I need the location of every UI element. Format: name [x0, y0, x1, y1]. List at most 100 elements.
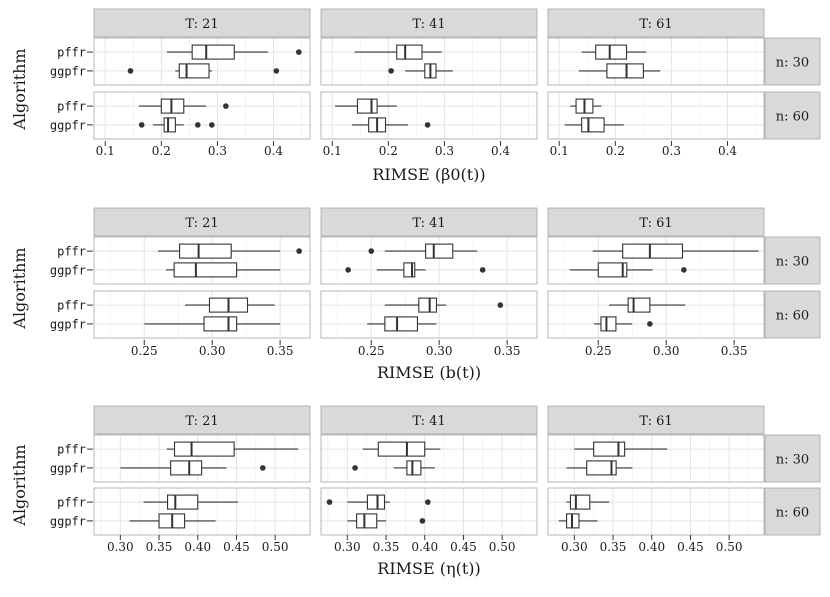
chart1-panel-c1-r1-ggpfr-box [178, 63, 210, 79]
chart1-panel-c1-r2-ggpfr-outlier-3 [209, 122, 215, 128]
chart1-xtick-label-c1-3: 0.3 [208, 144, 227, 158]
chart3-xtick-label-c1-1: 0.30 [107, 540, 134, 554]
chart1-panel-c3-r1-pffr-box [595, 44, 628, 60]
chart3-xtick-label-c1-2: 0.35 [146, 540, 173, 554]
chart2-panel-c3-r1-border [547, 236, 765, 285]
chart1-panel-c1-r2-pffr-outlier-1 [223, 103, 229, 109]
chart3-ylabel: Algorithm [10, 444, 29, 526]
chart2-category-label-pffr-row-2: pffr [57, 299, 86, 313]
chart3-strip-col-1 [93, 405, 311, 435]
chart2-strip-col-3 [547, 207, 765, 237]
chart3-xtick-label-c3-1: 0.30 [561, 540, 588, 554]
chart2-panel-c2-r2-ggpfr-box [384, 316, 419, 332]
chart3-panel-c2-r2-border [320, 487, 538, 536]
chart2-strip-label-col-1: T: 21 [185, 216, 218, 231]
chart3-panel-c2-r1-pffr-box [377, 441, 426, 457]
chart2-strip-col-2 [320, 207, 538, 237]
chart2-panel-c3-r2-ggpfr-outlier-1 [647, 321, 653, 327]
chart2-panel-c3-r1-ggpfr-outlier-1 [681, 267, 687, 273]
chart2-xtick-label-c2-3: 0.35 [494, 344, 521, 358]
chart2-panel-c2-r2-pffr-box [418, 297, 438, 313]
chart2-panel-c3-r2-border [547, 290, 765, 339]
chart3-panel-c1-r1-pffr-box [173, 441, 235, 457]
chart1-strip-label-col-3: T: 61 [639, 17, 672, 32]
chart2-panel-c2-r1-border [320, 236, 538, 285]
chart2-xtick-label-c1-1: 0.25 [131, 344, 158, 358]
chart3-xtick-label-c2-1: 0.30 [334, 540, 361, 554]
chart3-xtick-label-c3-4: 0.45 [677, 540, 704, 554]
chart2-panel-c3-r2-pffr-box [627, 297, 651, 313]
chart3-xtick-label-c2-2: 0.35 [373, 540, 400, 554]
chart2-panel-c1-r2-background [94, 291, 310, 338]
chart1-category-label-ggpfr-row-1: ggpfr [50, 64, 86, 78]
chart3-xtick-label-c3-3: 0.40 [638, 540, 665, 554]
chart3-strip-label-row-1: n: 30 [776, 453, 809, 468]
chart3-panel-c1-r2-border [93, 487, 311, 536]
chart1-strip-label-col-2: T: 41 [412, 17, 445, 32]
chart1-xtick-label-c3-1: 0.1 [550, 144, 569, 158]
chart3-xtick-label-c2-3: 0.40 [411, 540, 438, 554]
chart1-xtick-label-c2-2: 0.2 [379, 144, 398, 158]
chart3-panel-c3-r1-pffr-box [593, 441, 626, 457]
chart1-xtick-label-c1-1: 0.1 [96, 144, 115, 158]
chart2-panel-c2-r1-ggpfr-box [403, 262, 416, 278]
chart1-panel-c2-r2-pffr-box [356, 98, 378, 114]
chart1-xtick-label-c3-3: 0.3 [662, 144, 681, 158]
chart3-category-label-pffr-row-1: pffr [57, 443, 86, 457]
chart1-panel-c2-r2-background [321, 92, 537, 139]
chart1-panel-c2-r2-ggpfr-outlier-1 [424, 122, 431, 128]
chart2-panel-c1-r2-border [93, 290, 311, 339]
chart1-panel-c1-r2-ggpfr-outlier-1 [138, 122, 145, 128]
chart2-xtick-label-c3-3: 0.35 [721, 344, 748, 358]
chart1-panel-c1-r2-background [94, 92, 310, 139]
chart1-panel-c3-r1-border [547, 37, 765, 86]
chart1-strip-label-row-1: n: 30 [776, 56, 809, 71]
chart3-panel-c2-r2-ggpfr-box [356, 513, 378, 529]
chart3-xtick-label-c2-4: 0.45 [450, 540, 477, 554]
chart2-xtick-label-c1-3: 0.35 [267, 344, 294, 358]
chart2-category-label-ggpfr-row-1: ggpfr [50, 263, 86, 277]
chart3-category-label-ggpfr-row-2: ggpfr [50, 514, 86, 528]
chart2-panel-c2-r1-ggpfr-outlier-2 [479, 267, 486, 273]
chart3-xtick-label-c3-5: 0.50 [716, 540, 743, 554]
chart1-category-label-ggpfr-row-2: ggpfr [50, 118, 86, 132]
chart3-strip-label-col-1: T: 21 [185, 414, 218, 429]
chart1-xtick-label-c3-2: 0.2 [606, 144, 625, 158]
chart3-strip-label-col-3: T: 61 [639, 414, 672, 429]
chart1-panel-c2-r1-ggpfr-outlier-1 [388, 68, 394, 74]
chart2-xtick-label-c3-2: 0.30 [653, 344, 680, 358]
chart2-xtick-label-c1-2: 0.30 [199, 344, 226, 358]
chart3-panel-c1-r2-background [94, 488, 310, 535]
chart3-panel-c1-r1-ggpfr-outlier-1 [259, 465, 266, 471]
chart1-category-label-pffr-row-2: pffr [57, 100, 86, 114]
chart1-panel-c2-r2-border [320, 91, 538, 140]
chart1-strip-col-2 [320, 8, 538, 38]
chart2-strip-label-col-3: T: 61 [639, 216, 672, 231]
chart1-xlabel: RIMSE (β0(t)) [372, 165, 485, 184]
chart2-strip-col-1 [93, 207, 311, 237]
chart1-panel-c1-r2-ggpfr-outlier-2 [194, 122, 201, 128]
chart2-panel-c1-r1-ggpfr-box [173, 262, 238, 278]
chart2-panel-c1-r2-ggpfr-box [203, 316, 238, 332]
chart3-panel-c2-r2-pffr-box [366, 494, 386, 510]
chart3-strip-label-row-2: n: 60 [776, 506, 809, 521]
chart3-panel-c3-r1-ggpfr-box [586, 460, 617, 476]
chart3-xtick-label-c2-5: 0.50 [489, 540, 516, 554]
chart2-panel-c2-r1-pffr-outlier-1 [368, 248, 375, 254]
chart3-panel-c3-r2-border [547, 487, 765, 536]
chart1-strip-row-2 [764, 91, 821, 140]
chart1-xtick-label-c3-4: 0.4 [718, 144, 737, 158]
chart3-panel-c2-r1-ggpfr-box [406, 460, 422, 476]
chart3-strip-row-2 [764, 487, 821, 536]
chart2-panel-c2-r1-ggpfr-outlier-1 [345, 267, 351, 273]
chart1-xtick-label-c1-4: 0.4 [264, 144, 283, 158]
chart2-strip-row-1 [764, 236, 821, 285]
chart1-panel-c1-r1-border [93, 37, 311, 86]
chart3-category-label-pffr-row-2: pffr [57, 496, 86, 510]
chart3-panel-c2-r1-border [320, 434, 538, 483]
chart1-panel-c3-r2-ggpfr-box [581, 117, 605, 133]
chart2-strip-label-col-2: T: 41 [412, 216, 445, 231]
chart1-xtick-label-c2-4: 0.4 [491, 144, 510, 158]
chart2-panel-c1-r1-border [93, 236, 311, 285]
